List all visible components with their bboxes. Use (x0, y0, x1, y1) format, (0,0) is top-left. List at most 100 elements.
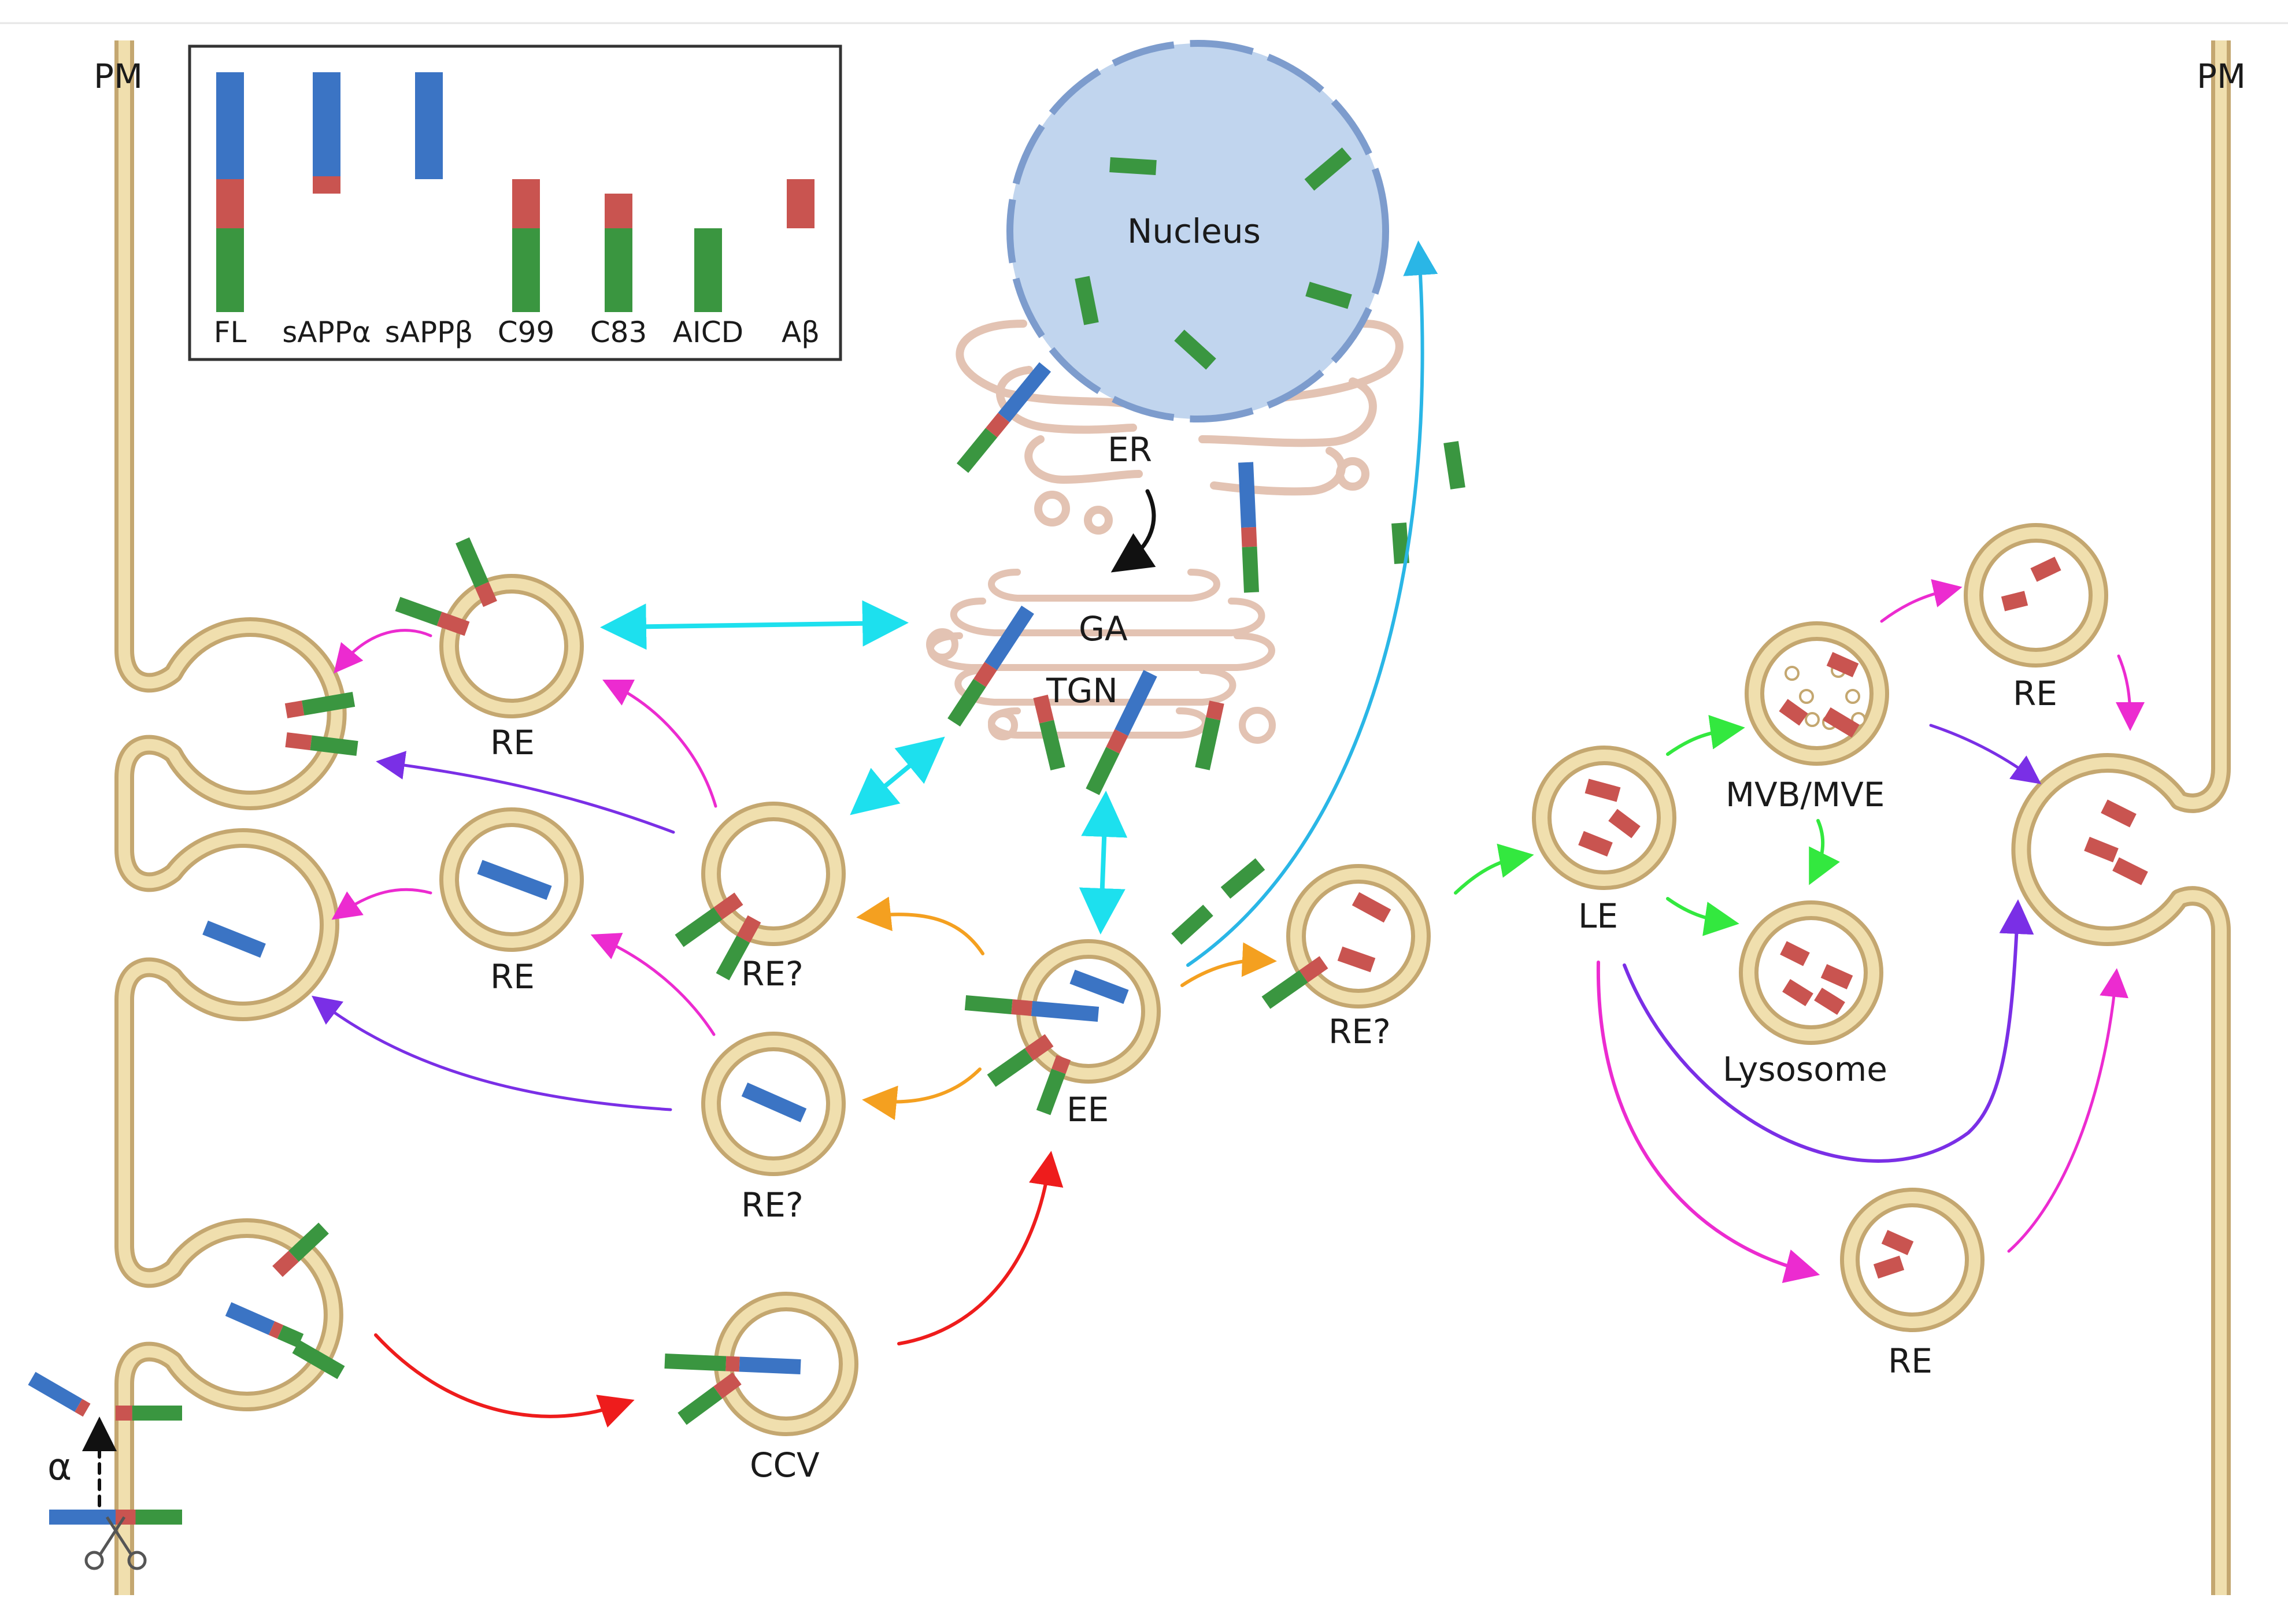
c83-fragment (1052, 1055, 1071, 1074)
c99-fragment (1039, 720, 1065, 771)
legend-bar-segment (415, 72, 443, 179)
arrow-ee-req-lower (862, 1067, 982, 1121)
arrow-le-pm-right (1623, 899, 2034, 1163)
arrow-le-re-bottom (1596, 961, 1820, 1284)
arrow-req-le (1454, 843, 1534, 895)
pm-right-label: PM (2197, 57, 2246, 96)
vesicles (439, 523, 2108, 1436)
abeta-fragment (1584, 778, 1621, 802)
c83-fragment (1195, 717, 1221, 770)
c83-fragment (302, 692, 356, 715)
app-fragments (28, 147, 2148, 1525)
aicd-fragment (1075, 276, 1099, 325)
vesicle-re-q-right-membrane (1290, 868, 1427, 1004)
nucleus-body (1006, 40, 1389, 422)
vesicle-re-q-lower-membrane (705, 1036, 842, 1172)
c99-fragment (272, 1251, 299, 1277)
re-upper-label: RE (490, 723, 535, 762)
fl-app (1031, 1001, 1099, 1022)
ccv-label: CCV (750, 1445, 820, 1485)
legend-label: C83 (590, 316, 647, 349)
arrow-req-tgn (850, 736, 945, 815)
re-bottom-right-label: RE (1888, 1341, 1932, 1381)
abeta-fragment (1352, 892, 1391, 923)
legend-label: sAPPβ (385, 316, 473, 349)
le-label: LE (1578, 896, 1618, 936)
c99-fragment (1261, 970, 1308, 1009)
arrow-le-lysosome (1666, 897, 1739, 936)
legend-bar-segment (313, 72, 340, 176)
abeta-fragment (1608, 809, 1641, 839)
scissors-icon (84, 1516, 147, 1570)
legend-bar-segment (605, 228, 632, 312)
abeta-fragment (1782, 978, 1813, 1007)
c99-fragment (285, 732, 312, 751)
intraluminal-vesicle (1785, 666, 1800, 681)
abeta-fragment (1820, 964, 1853, 989)
abeta-fragment (1881, 1230, 1914, 1255)
nucleus: Nucleus (1006, 40, 1389, 422)
abeta-fragment (1578, 830, 1613, 857)
legend-bar-segment (512, 228, 540, 312)
vesicle-re-top-right-membrane (1968, 527, 2104, 663)
c83-fragment (284, 700, 305, 718)
vesicle-re-upper-membrane (443, 578, 580, 714)
arrow-er-ga (1110, 489, 1156, 573)
arrow-re-pm-right (2115, 654, 2145, 731)
fl-app (268, 1321, 284, 1339)
arrow-mvb-re (1880, 579, 1963, 623)
c83-fragment (1206, 700, 1224, 721)
fl-app (277, 1325, 304, 1348)
c83-fragment (1036, 1069, 1066, 1115)
trafficking-arrows (82, 240, 2145, 1507)
arrow-req-re-upper (602, 680, 717, 808)
legend-label: AICD (673, 316, 743, 349)
ga-label: GA (1079, 609, 1128, 648)
legend-bars (216, 72, 815, 312)
vesicle-le-membrane (1536, 750, 1672, 886)
re-top-right-label: RE (2013, 674, 2057, 713)
aicd-fragment (1109, 157, 1157, 175)
c99-fragment (310, 735, 358, 756)
vesicle-re-q-upper-membrane (705, 806, 842, 942)
er-label: ER (1108, 430, 1152, 469)
legend-bar-segment (216, 228, 244, 312)
fl-app (1011, 999, 1033, 1016)
pm-left-label: PM (94, 57, 143, 96)
abeta-fragment (2101, 799, 2137, 828)
arrow-re-pm-2 (331, 888, 432, 920)
abeta-fragment (2001, 591, 2028, 611)
abeta-fragment (2112, 857, 2148, 885)
c99-fragment (1033, 694, 1054, 724)
c99-fragment (436, 611, 470, 636)
aicd-fragment (1220, 858, 1265, 899)
tgn-label: TGN (1046, 671, 1118, 710)
fl-app (947, 678, 986, 727)
alpha-label: α (47, 1446, 72, 1489)
vesicle-re-bottom-right-membrane (1844, 1192, 1980, 1328)
abeta-fragment (1826, 652, 1859, 677)
re-q-right-label: RE? (1328, 1012, 1391, 1051)
fl-app (973, 662, 997, 687)
golgi-apparatus (926, 569, 1276, 744)
intraluminal-vesicle (1805, 712, 1820, 727)
vesicle-lysosome-membrane (1743, 904, 1879, 1041)
fl-app (725, 1356, 740, 1372)
fl-app (956, 428, 998, 473)
arrow-req-pm-1 (376, 751, 675, 834)
c99-fragment (736, 915, 761, 943)
c99-fragment (1299, 956, 1328, 983)
c99-fragment (475, 581, 497, 607)
legend-bar-segment (694, 228, 722, 312)
arrow-ee-req-upper (856, 896, 984, 955)
lysosome-label: Lysosome (1723, 1050, 1887, 1089)
arrow-re-ga (600, 600, 909, 650)
arrow-ee-req-right (1180, 942, 1277, 987)
aicd-fragment (1171, 904, 1213, 945)
arrow-re-bottom-pm (2007, 968, 2128, 1253)
legend-bar-segment (216, 72, 244, 179)
